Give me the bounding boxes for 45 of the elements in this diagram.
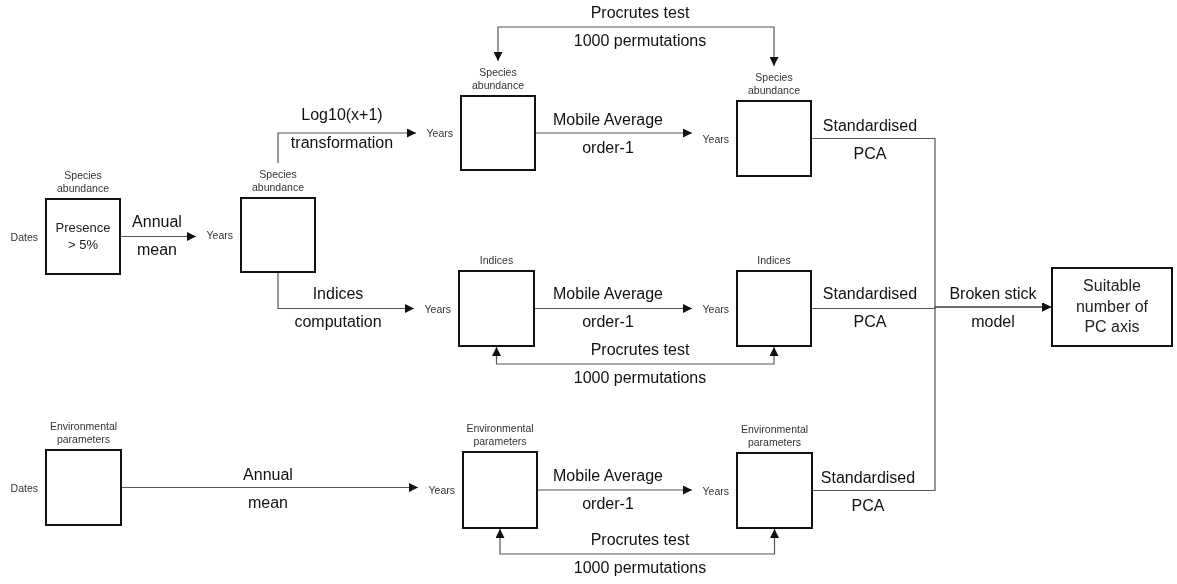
edge-label: Mobile Average order-1 (552, 284, 664, 332)
edge-label: Standardised PCA (819, 468, 917, 516)
box-heading: Environmental parameters (48, 420, 119, 446)
axis-label: Years (426, 127, 453, 139)
step-label: Broken stick model (948, 284, 1038, 332)
box-text: Suitable number of PC axis (1074, 275, 1149, 338)
axis-label: Years (702, 132, 729, 145)
axis-label: Years (702, 484, 729, 497)
arrow (120, 232, 197, 241)
edge-label: Annual mean (242, 465, 294, 513)
box-heading: Indices (756, 254, 792, 267)
edge-label: Procrutes test 1000 permutations (572, 340, 708, 388)
axis-label: Years (702, 302, 729, 315)
arrow (812, 302, 1052, 492)
arrow (121, 483, 419, 492)
axis-label: Dates (10, 481, 38, 494)
box-heading: Species abundance (251, 168, 305, 194)
edge-label: Log10(x+1) transformation (289, 105, 395, 153)
edge-label: Procrutes test 1000 permutations (572, 3, 708, 51)
box-heading: Species abundance (747, 71, 801, 97)
arrow (492, 346, 779, 365)
box-text: Presence > 5% (55, 219, 111, 254)
arrow (493, 26, 779, 67)
edge-label: Standardised PCA (821, 284, 919, 332)
box-heading: Environmental parameters (465, 422, 535, 448)
arrow (534, 304, 693, 313)
axis-label: Years (206, 229, 233, 241)
edge-label: Mobile Average order-1 (552, 110, 664, 158)
edge-label: Indices computation (293, 284, 383, 332)
arrow (535, 128, 693, 138)
edge-label: Mobile Average order-1 (552, 466, 664, 514)
box-heading: Species abundance (56, 169, 110, 195)
arrow (277, 272, 415, 313)
edge-label: Standardised PCA (821, 116, 919, 164)
box-heading: Indices (478, 254, 515, 267)
edge-label: Procrutes test 1000 permutations (572, 530, 708, 578)
axis-label: Years (428, 484, 455, 496)
axis-label: Years (424, 302, 451, 315)
box-heading: Environmental parameters (739, 423, 810, 449)
edge-label: Annual mean (131, 212, 183, 260)
arrow (277, 128, 417, 164)
box-heading: Species abundance (471, 66, 525, 92)
arrow (537, 485, 693, 495)
arrow (495, 528, 779, 555)
axis-label: Dates (10, 230, 38, 243)
